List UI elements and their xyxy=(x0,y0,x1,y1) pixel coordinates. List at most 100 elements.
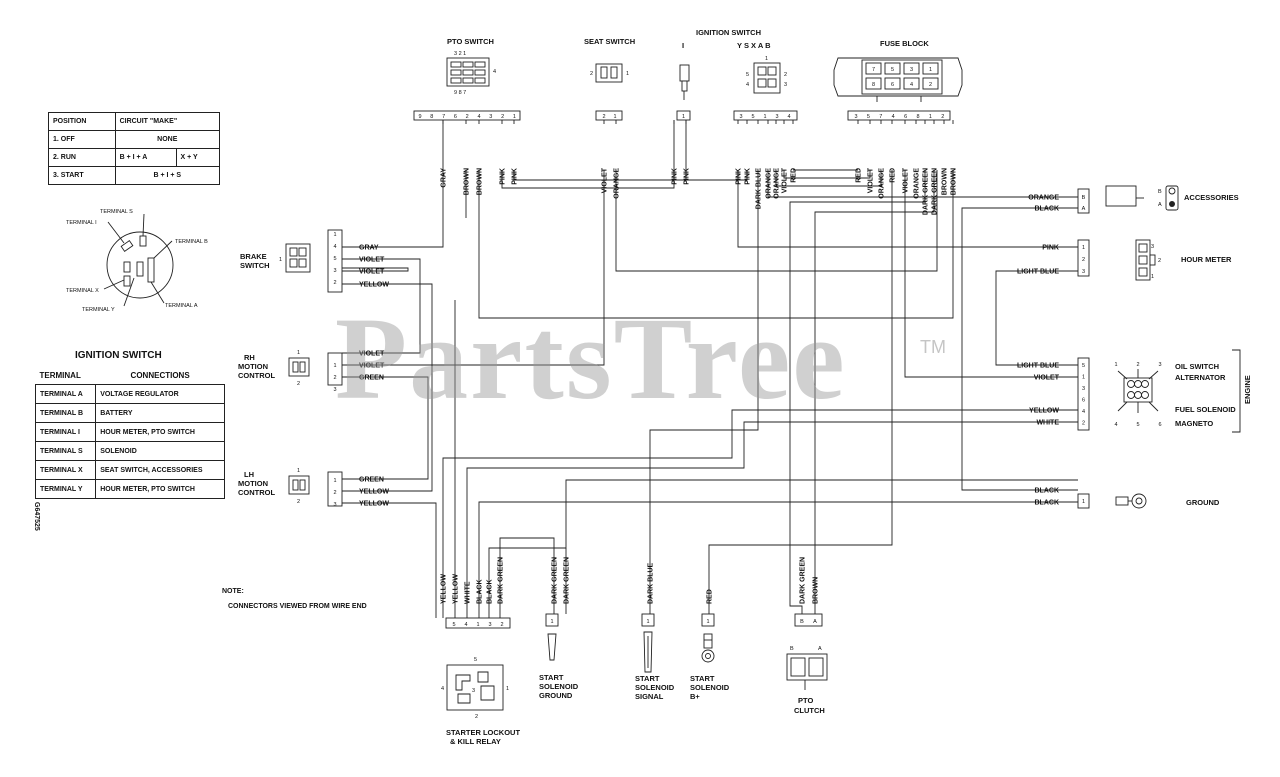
hour-side-2: 2 xyxy=(1158,258,1161,264)
top-wire-label: BROWN xyxy=(477,168,484,195)
rh-connector-pin: 2 xyxy=(333,375,336,381)
alternator-label: ALTERNATOR xyxy=(1175,373,1226,382)
position-cell: 3. START xyxy=(48,166,116,185)
terminal-cell: TERMINAL A xyxy=(34,384,97,404)
relay-label-1: STARTER LOCKOUT xyxy=(446,728,520,737)
lh-connector xyxy=(327,471,343,507)
right-wire-label: PINK xyxy=(1042,245,1059,252)
ign-connector-pin: 3 xyxy=(739,114,742,120)
top-wire-label: ORANGE xyxy=(766,168,773,199)
sol-b-connector-pin: 1 xyxy=(706,619,709,625)
ign-connector-pin: 5 xyxy=(751,114,754,120)
bottom-wire-label: DARK GREEN xyxy=(564,557,571,604)
brake-switch-label-2: SWITCH xyxy=(240,261,270,270)
pto-pins-bottom: 9 8 7 xyxy=(454,90,466,96)
fuse-connector-pin: 4 xyxy=(892,114,895,120)
top-wire-label: RED xyxy=(890,168,897,183)
lh-side-pin-2: 2 xyxy=(297,499,300,505)
connection-cell: SEAT SWITCH, ACCESSORIES xyxy=(95,460,225,480)
position-table-header: POSITION CIRCUIT "MAKE" xyxy=(48,112,221,131)
right-wire-label: ORANGE xyxy=(1028,195,1059,202)
pto-pins-top: 3 2 1 xyxy=(454,51,466,57)
position-row-run: 2. RUN B + I + A X + Y xyxy=(48,148,221,167)
ign-side-pin-3: 3 xyxy=(784,82,787,88)
pto-connector xyxy=(413,110,521,121)
engine-connector-pin: 1 xyxy=(1082,375,1085,381)
sol-ground-connector xyxy=(545,613,559,627)
fuse-cell xyxy=(922,77,939,90)
rh-label-1: RH xyxy=(244,353,255,362)
sol-ground-symbol xyxy=(547,633,557,661)
bottom-wire-label: YELLOW xyxy=(453,574,460,604)
pto-clutch-connector xyxy=(794,613,823,627)
terminal-y-label: TERMINAL Y xyxy=(82,307,115,313)
lh-label-3: CONTROL xyxy=(238,488,275,497)
rh-connector-pin: 1 xyxy=(333,363,336,369)
pto-clutch-connector-pin: A xyxy=(813,619,817,625)
relay-label-2: & KILL RELAY xyxy=(450,737,501,746)
ign-i-connector xyxy=(676,110,691,121)
top-wire-label: ORANGE xyxy=(914,168,921,199)
fuse-cell-number: 8 xyxy=(872,82,875,88)
sol-ground-label-3: GROUND xyxy=(539,691,573,700)
engine-pin-number: 6 xyxy=(1158,422,1161,428)
sol-b-label-3: B+ xyxy=(690,692,700,701)
pto-clutch-symbol xyxy=(786,653,828,690)
seat-switch-label: SEAT SWITCH xyxy=(584,37,635,46)
ign-side-pin-1: 1 xyxy=(765,56,768,62)
oil-switch-label: OIL SWITCH xyxy=(1175,362,1219,371)
pto-connector-pin: 4 xyxy=(477,114,480,120)
terminal-s-label: TERMINAL S xyxy=(100,209,133,215)
fuse-cell xyxy=(922,62,939,75)
hour-side-1: 1 xyxy=(1151,274,1154,280)
fuse-cell xyxy=(865,77,882,90)
seat-pin-1: 1 xyxy=(626,71,629,77)
relay-connector-pin: 5 xyxy=(452,622,455,628)
ignition-table-title: IGNITION SWITCH xyxy=(75,350,162,361)
fuse-cell-number: 7 xyxy=(872,67,875,73)
pto-connector-pin: 3 xyxy=(489,114,492,120)
left-wire-label: VIOLET xyxy=(359,269,385,276)
circuit-cell: B + I + S xyxy=(114,166,221,185)
ign-side-pin-4: 4 xyxy=(746,82,749,88)
ign-connector-pin: 1 xyxy=(763,114,766,120)
fuse-cell-number: 3 xyxy=(910,67,913,73)
fuse-cell-number: 1 xyxy=(929,67,932,73)
engine-pin-number: 1 xyxy=(1114,362,1117,368)
brake-connector-pin: 4 xyxy=(333,244,336,250)
pto-connector-pin: 2 xyxy=(501,114,504,120)
right-wire-label: BLACK xyxy=(1035,500,1060,507)
note-text: CONNECTORS VIEWED FROM WIRE END xyxy=(228,603,367,610)
engine-connector xyxy=(1077,357,1090,431)
terminal-x-label: TERMINAL X xyxy=(66,288,99,294)
bottom-wire-label: RED xyxy=(707,589,714,604)
sol-signal-label-1: START xyxy=(635,674,660,683)
fuse-cell xyxy=(884,62,901,75)
ign-side-pin-5: 5 xyxy=(746,72,749,78)
brake-connector-pin: 3 xyxy=(333,268,336,274)
sol-signal-connector xyxy=(641,613,655,627)
sol-b-label-2: SOLENOID xyxy=(690,683,730,692)
right-wire-label: LIGHT BLUE xyxy=(1017,269,1059,276)
left-wire-label: GREEN xyxy=(359,477,384,484)
hour-connector-pin: 2 xyxy=(1082,257,1085,263)
top-wire-label: PINK xyxy=(512,168,519,185)
bottom-wire-label: BROWN xyxy=(813,577,820,604)
lh-motion-symbol xyxy=(288,475,310,495)
brake-connector xyxy=(327,229,343,293)
fuse-cell xyxy=(903,62,920,75)
sol-ground-label-1: START xyxy=(539,673,564,682)
hour-connector-pin: 3 xyxy=(1082,269,1085,275)
pto-connector-pin: 8 xyxy=(430,114,433,120)
rh-side-pin-2: 2 xyxy=(297,381,300,387)
ignition-i-label: I xyxy=(682,41,684,50)
engine-connector-pin: 4 xyxy=(1082,409,1085,415)
bottom-wire-label: YELLOW xyxy=(441,574,448,604)
pto-clutch-label-1: PTO xyxy=(798,696,813,705)
acc-connector xyxy=(1077,188,1090,214)
